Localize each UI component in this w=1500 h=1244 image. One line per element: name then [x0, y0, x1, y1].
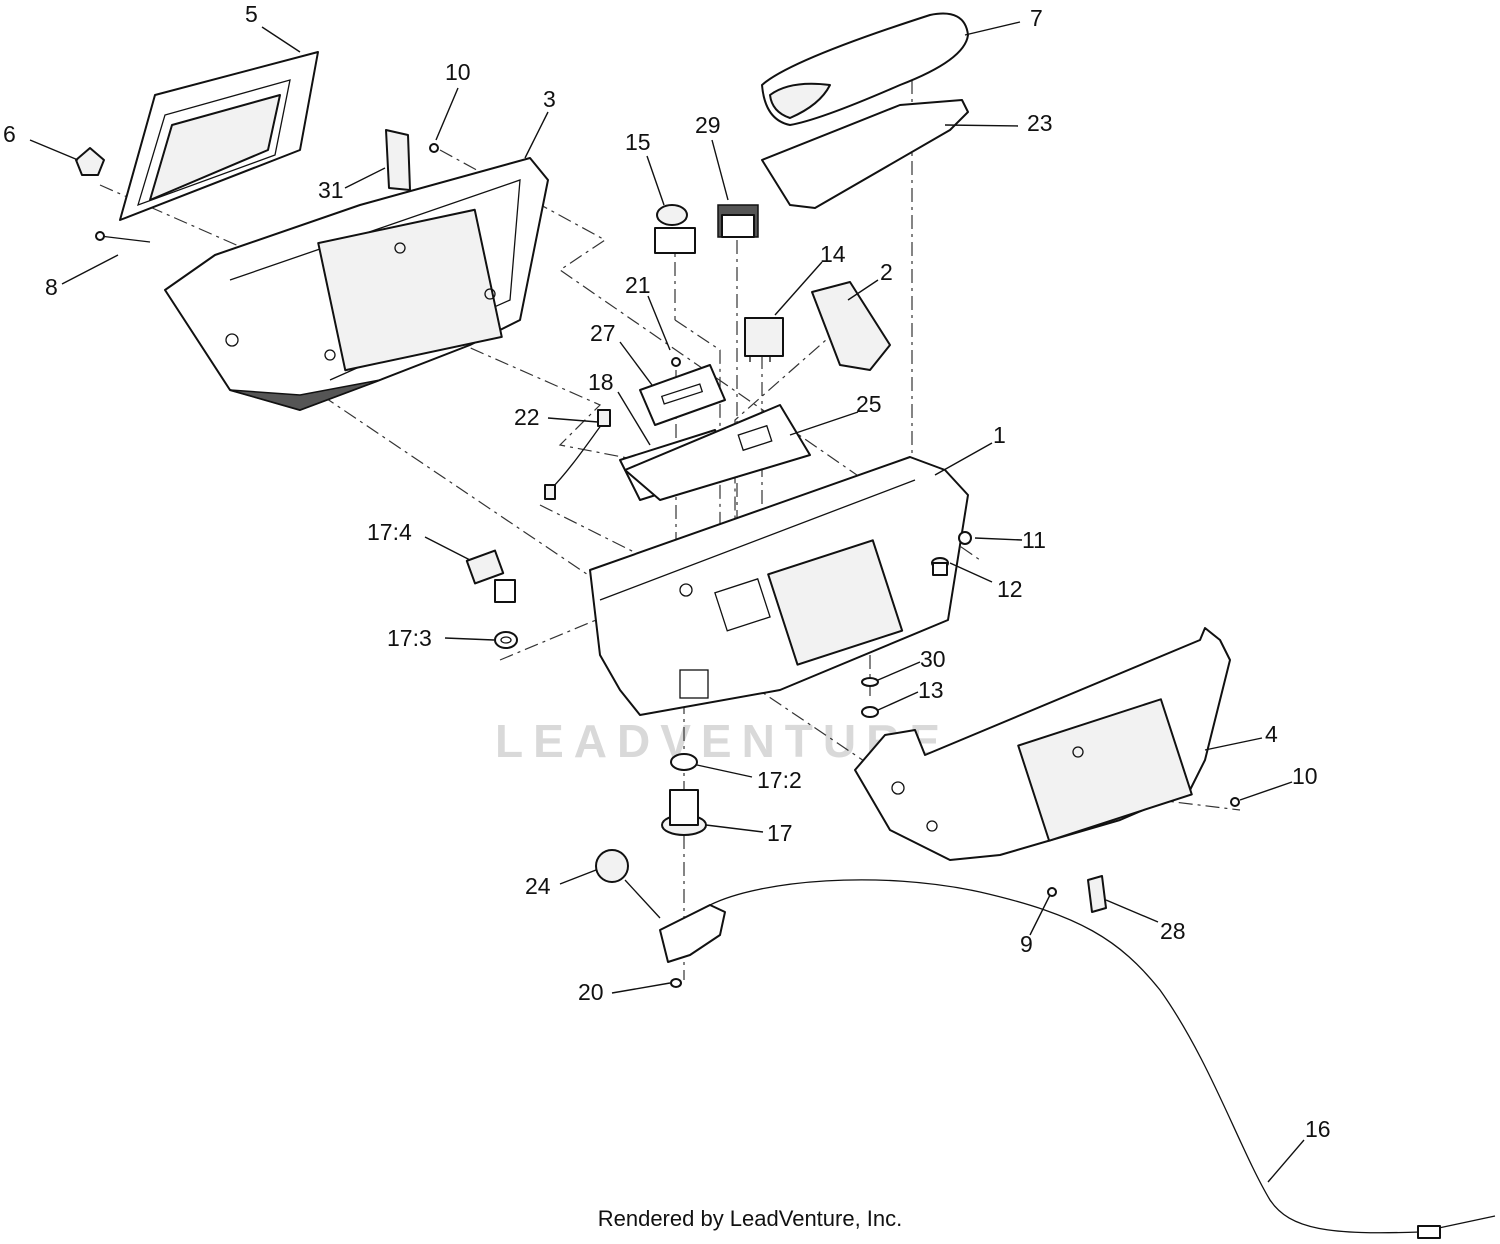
part-17-2-bezel: [670, 753, 698, 771]
part-3-left-panel: [164, 157, 549, 411]
callout-29: 29: [695, 112, 721, 138]
callout-15: 15: [625, 129, 651, 155]
part-24-knob: [595, 849, 661, 919]
leader-lines: [29, 21, 1305, 1183]
part-9-screw: [1047, 887, 1057, 897]
part-27-plate: [639, 364, 726, 426]
part-15-pto-switch: [654, 204, 696, 254]
part-20-nut: [670, 978, 682, 988]
callout-20: 20: [578, 979, 604, 1005]
part-2-bracket: [811, 281, 891, 371]
callout-3: 3: [543, 86, 556, 112]
callout-4: 4: [1265, 721, 1278, 747]
render-credit: Rendered by LeadVenture, Inc.: [597, 1206, 903, 1231]
part-11-nut: [958, 531, 972, 545]
part-23-base-plate: [761, 99, 969, 209]
throttle-lever: [659, 904, 726, 963]
callout-18: 18: [588, 369, 614, 395]
callout-11: 11: [1022, 527, 1046, 553]
part-5-window-frame: [119, 51, 319, 221]
callout-23: 23: [1027, 110, 1053, 136]
callout-17: 17: [767, 820, 793, 846]
part-21-screw: [671, 357, 681, 367]
part-29-rocker-switch: [717, 204, 759, 238]
part-30-washer: [861, 677, 879, 687]
callout-10-right: 10: [1292, 763, 1318, 789]
callout-21: 21: [625, 272, 651, 298]
callout-1: 1: [993, 422, 1006, 448]
callout-27: 27: [590, 320, 616, 346]
part-17-4-key: [465, 549, 516, 603]
part-17-3-nut: [494, 631, 518, 649]
callout-22: 22: [514, 404, 540, 430]
callout-30: 30: [920, 646, 946, 672]
part-12-plug: [931, 557, 949, 576]
part-28-cover: [1087, 875, 1107, 913]
callout-12: 12: [997, 576, 1023, 602]
callout-5: 5: [245, 1, 258, 27]
part-25-plate: [624, 404, 811, 501]
callout-7: 7: [1030, 5, 1043, 31]
part-7-armrest-pad: [761, 12, 969, 126]
part-13-nut: [861, 706, 879, 718]
callout-13: 13: [918, 677, 944, 703]
part-16-cable: [709, 879, 1496, 1239]
callout-24: 24: [525, 873, 551, 899]
part-8-bolt: [95, 231, 151, 243]
callout-16: 16: [1305, 1116, 1331, 1142]
callout-14: 14: [820, 241, 846, 267]
part-10-screw-top: [429, 143, 439, 153]
callout-10-top: 10: [445, 59, 471, 85]
part-14-switch: [744, 317, 784, 362]
callout-17-4: 17:4: [367, 519, 412, 545]
part-4-right-panel: [854, 627, 1231, 861]
part-22-harness: [544, 409, 611, 500]
callout-9: 9: [1020, 931, 1033, 957]
part-10-screw-right: [1230, 797, 1240, 807]
callout-2: 2: [880, 259, 893, 285]
part-17-ignition-switch: [661, 789, 707, 836]
callout-17-3: 17:3: [387, 625, 432, 651]
callout-8: 8: [45, 274, 58, 300]
callout-6: 6: [3, 121, 16, 147]
callout-28: 28: [1160, 918, 1186, 944]
part-31-label: [385, 129, 411, 191]
callout-31: 31: [318, 177, 344, 203]
part-6-clip: [75, 147, 105, 176]
callout-25: 25: [856, 391, 882, 417]
callout-17-2: 17:2: [757, 767, 802, 793]
part-1-console-frame: [589, 456, 969, 716]
callout-labels: 5 6 8 10 3 31 7 23 15 29 14 2 21 27 18 2…: [3, 1, 1331, 1142]
